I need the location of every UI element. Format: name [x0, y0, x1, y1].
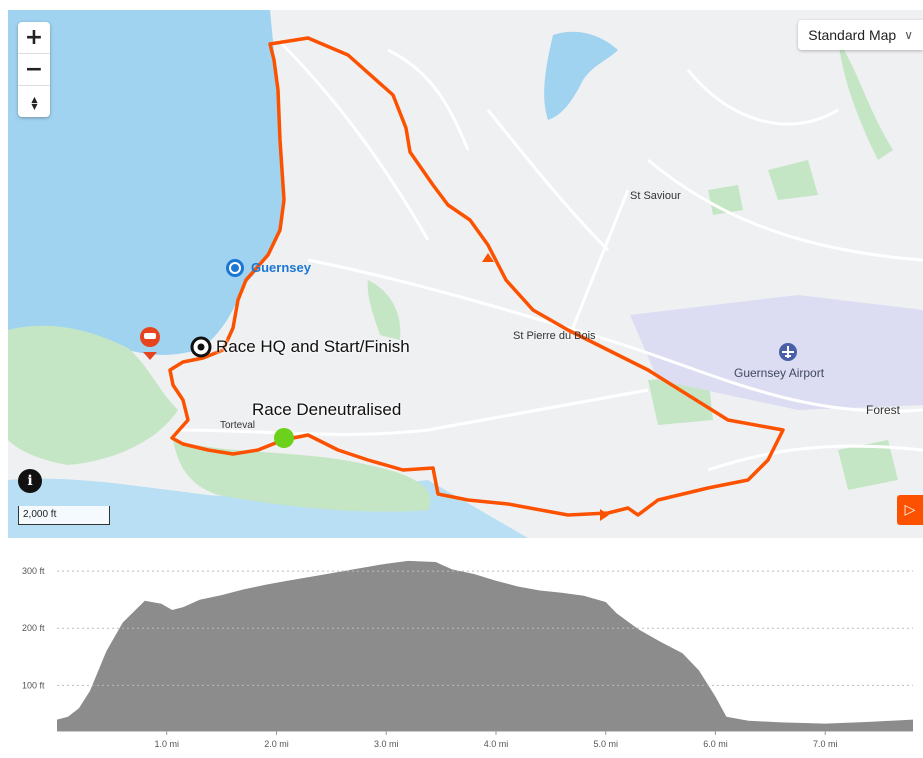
- place-label-torteval: Torteval: [220, 420, 256, 431]
- y-tick-label: 300 ft: [22, 566, 45, 576]
- map-style-select[interactable]: Standard Map ∨: [798, 20, 923, 50]
- x-tick-label: 4.0 mi: [484, 739, 509, 749]
- x-tick-label: 3.0 mi: [374, 739, 399, 749]
- zoom-controls: + − ▲▼: [18, 22, 50, 117]
- deneutralised-marker-icon[interactable]: [274, 428, 294, 448]
- zoom-out-button[interactable]: −: [18, 54, 50, 86]
- map-canvas[interactable]: [8, 10, 923, 538]
- guernsey-pin-icon[interactable]: [226, 259, 244, 277]
- place-label-st-pierre-du-bois: St Pierre du Bois: [513, 330, 596, 342]
- x-tick-label: 6.0 mi: [703, 739, 728, 749]
- west-green-area: [8, 325, 178, 465]
- annotation-start-finish: Race HQ and Start/Finish: [216, 337, 410, 356]
- x-tick-label: 5.0 mi: [593, 739, 618, 749]
- chevron-down-icon: ∨: [904, 28, 913, 42]
- y-tick-label: 100 ft: [22, 680, 45, 690]
- scale-bar: 2,000 ft: [18, 506, 110, 525]
- x-tick-label: 1.0 mi: [154, 739, 179, 749]
- info-icon[interactable]: i: [18, 469, 42, 493]
- south-green-area: [173, 440, 431, 512]
- elevation-chart[interactable]: 100 ft 200 ft 300 ft 1.0 mi 2.0 mi 3.0 mi 4.0 …: [0, 546, 923, 753]
- sea-area: [8, 10, 285, 355]
- x-tick-label: 7.0 mi: [813, 739, 838, 749]
- zoom-in-button[interactable]: +: [18, 22, 50, 54]
- elevation-area: [57, 560, 913, 731]
- reservoir: [544, 31, 618, 120]
- route-direction-arrow-east: [600, 509, 609, 521]
- elevation-profile[interactable]: 100 ft 200 ft 300 ft 1.0 mi 2.0 mi 3.0 mi 4.0 …: [0, 546, 923, 753]
- route-direction-arrow-north: [482, 253, 494, 262]
- place-label-forest: Forest: [866, 403, 901, 417]
- place-label-guernsey-airport: Guernsey Airport: [734, 366, 825, 380]
- play-flyover-button[interactable]: ▷: [897, 495, 923, 525]
- field-4: [838, 440, 898, 490]
- start-finish-marker-icon[interactable]: [190, 336, 212, 358]
- compass-icon: ▲▼: [30, 94, 39, 109]
- east-green-strip: [838, 40, 893, 160]
- x-tick-label: 2.0 mi: [264, 739, 289, 749]
- airport-plane-icon: [779, 343, 797, 361]
- airport-area: [630, 295, 923, 410]
- cafe-pin-icon[interactable]: [140, 327, 160, 360]
- annotation-race-deneutralised: Race Deneutralised: [252, 400, 402, 419]
- field-2: [768, 160, 818, 200]
- roads: [177, 38, 923, 472]
- woodland: [367, 280, 401, 340]
- map-style-selected: Standard Map: [808, 27, 897, 43]
- compass-button[interactable]: ▲▼: [18, 86, 50, 117]
- route-map[interactable]: + − ▲▼ Standard Map ∨ i 2,000 ft ▷ Guern…: [8, 10, 923, 538]
- route-line: [168, 36, 785, 517]
- y-tick-label: 200 ft: [22, 623, 45, 633]
- place-label-guernsey[interactable]: Guernsey: [251, 260, 311, 275]
- place-label-st-saviour: St Saviour: [630, 190, 681, 202]
